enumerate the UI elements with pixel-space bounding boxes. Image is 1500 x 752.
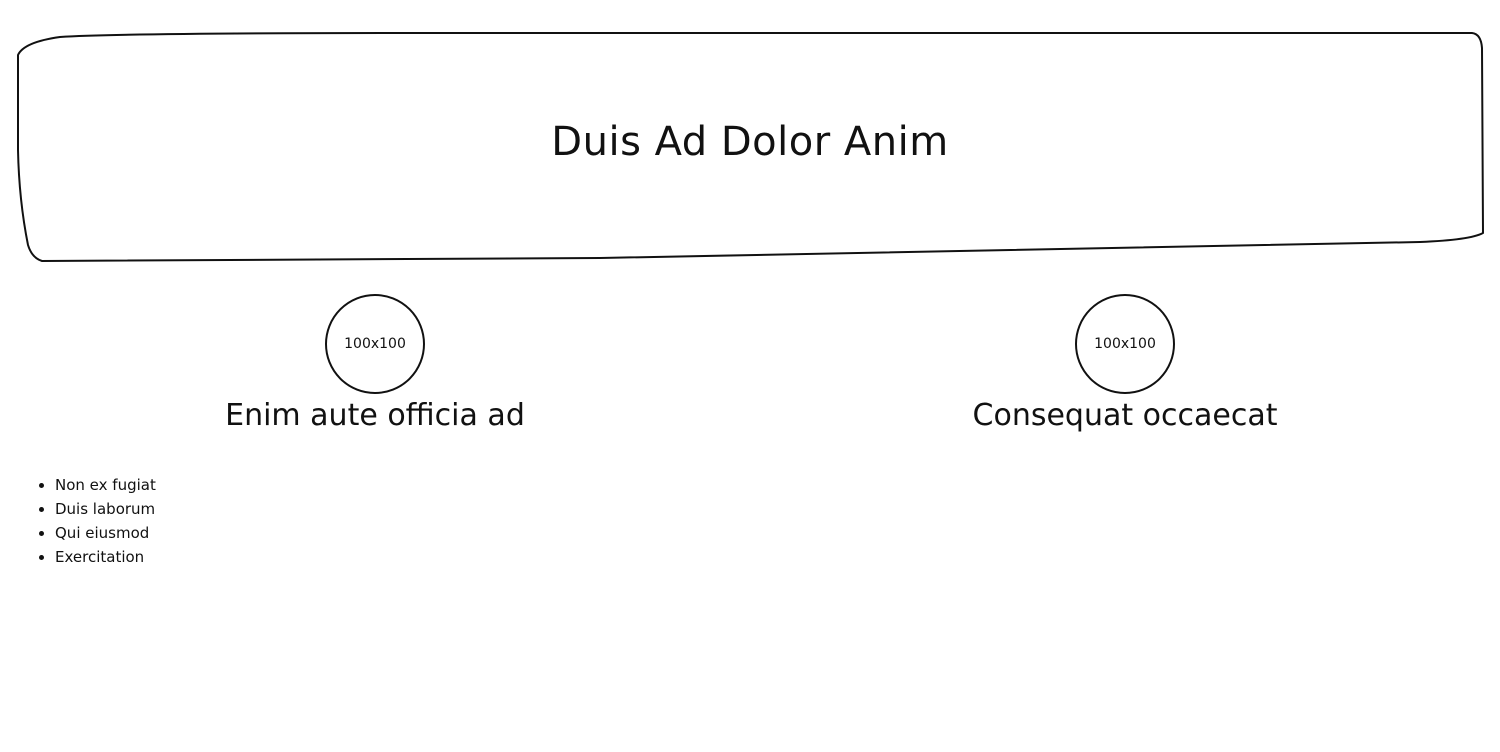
feature-card-1: 100x100 Enim aute officia ad xyxy=(175,294,575,434)
feature-title: Consequat occaecat xyxy=(972,398,1278,433)
image-placeholder-label: 100x100 xyxy=(1094,336,1156,352)
hero-title: Duis Ad Dolor Anim xyxy=(551,119,949,165)
list-item: Duis laborum xyxy=(55,497,156,521)
image-placeholder-label: 100x100 xyxy=(344,336,406,352)
list-item: Non ex fugiat xyxy=(55,473,156,497)
hero-banner: Duis Ad Dolor Anim xyxy=(0,0,1500,275)
image-placeholder: 100x100 xyxy=(1075,294,1175,394)
feature-card-2: 100x100 Consequat occaecat xyxy=(925,294,1325,434)
image-placeholder: 100x100 xyxy=(325,294,425,394)
bullet-list: Non ex fugiat Duis laborum Qui eiusmod E… xyxy=(35,473,156,569)
hero-sketch-border xyxy=(17,32,1484,262)
list-item: Qui eiusmod xyxy=(55,521,156,545)
list-item: Exercitation xyxy=(55,545,156,569)
feature-title: Enim aute officia ad xyxy=(225,398,525,433)
